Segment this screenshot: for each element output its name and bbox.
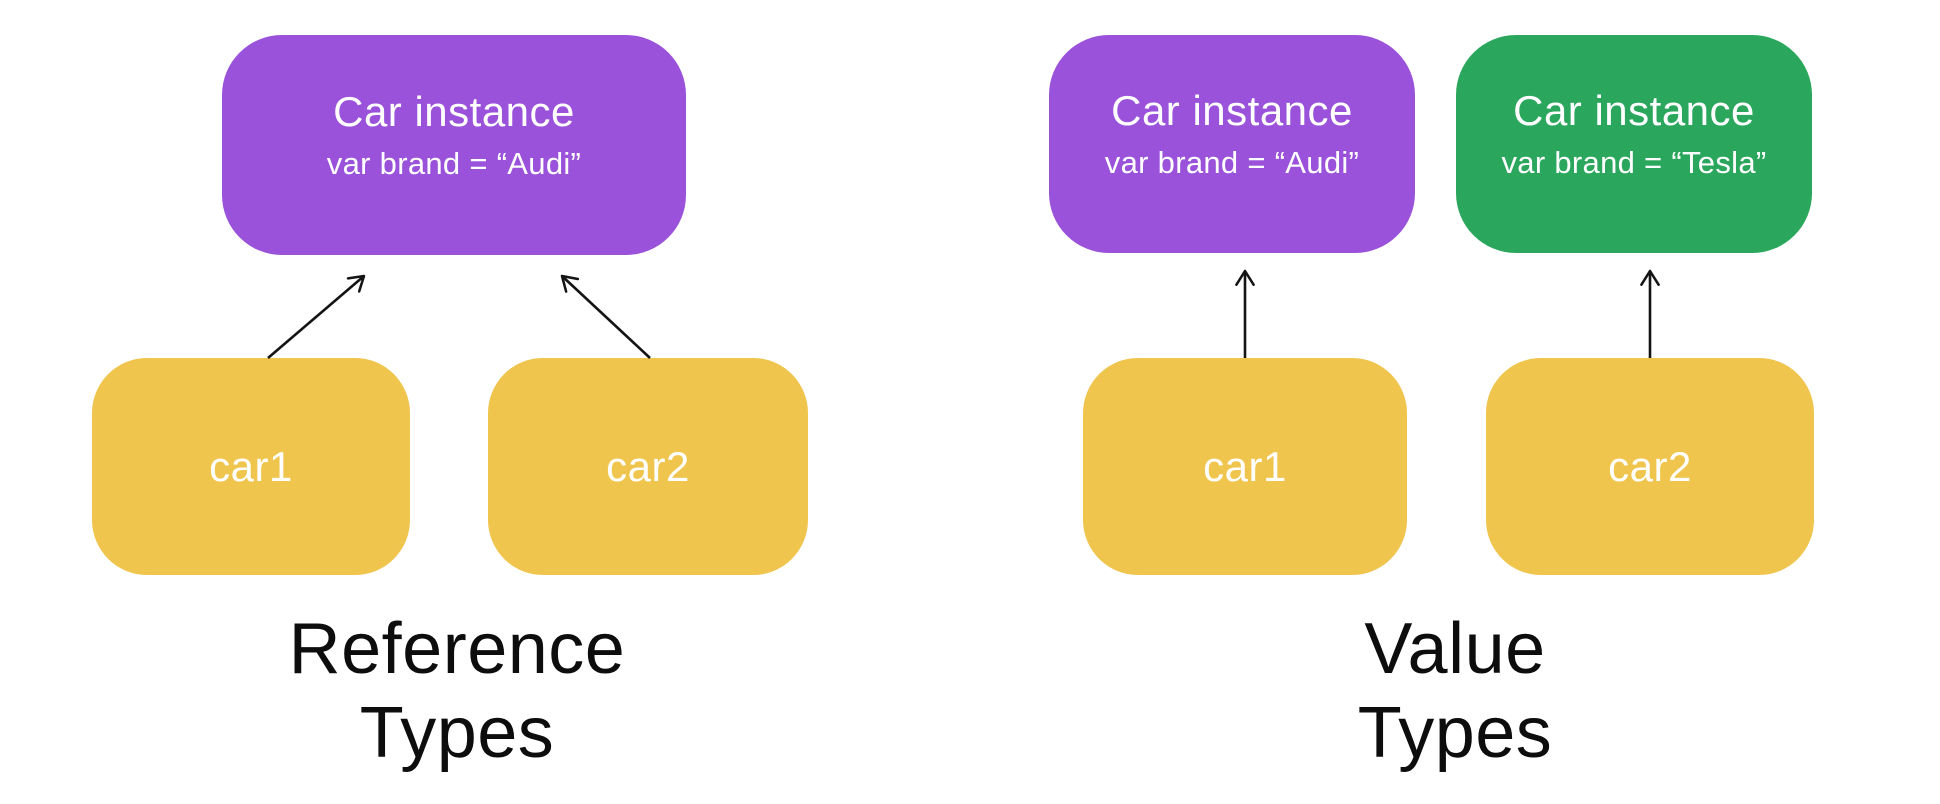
instance-detail: var brand = “Audi”: [1104, 145, 1360, 181]
var-label: car2: [1608, 442, 1692, 490]
value-types-label: Value Types: [1105, 608, 1805, 775]
reference-var-box-car2: car2: [488, 358, 808, 575]
label-line: Types: [1357, 692, 1553, 773]
reference-car-instance-box: Car instance var brand = “Audi”: [222, 35, 686, 255]
value-var-box-car1: car1: [1083, 358, 1407, 575]
value-car-instance-box-audi: Car instance var brand = “Audi”: [1049, 35, 1415, 253]
label-line: Value: [1364, 609, 1546, 689]
value-var-box-car2: car2: [1486, 358, 1814, 575]
var-label: car1: [1203, 442, 1287, 490]
arrow-car2-to-shared-instance: [560, 274, 651, 359]
var-label: car1: [209, 442, 293, 490]
reference-var-box-car1: car1: [92, 358, 410, 575]
instance-detail: var brand = “Tesla”: [1501, 145, 1767, 181]
arrow-car1-to-shared-instance: [267, 274, 366, 359]
label-line: Types: [359, 692, 555, 773]
var-label: car2: [606, 442, 690, 490]
instance-title: Car instance: [1111, 86, 1353, 134]
instance-title: Car instance: [333, 87, 575, 135]
instance-detail: var brand = “Audi”: [326, 146, 582, 182]
value-car-instance-box-tesla: Car instance var brand = “Tesla”: [1456, 35, 1812, 253]
reference-types-label: Reference Types: [107, 608, 807, 775]
label-line: Reference: [288, 609, 626, 689]
instance-title: Car instance: [1513, 86, 1755, 134]
